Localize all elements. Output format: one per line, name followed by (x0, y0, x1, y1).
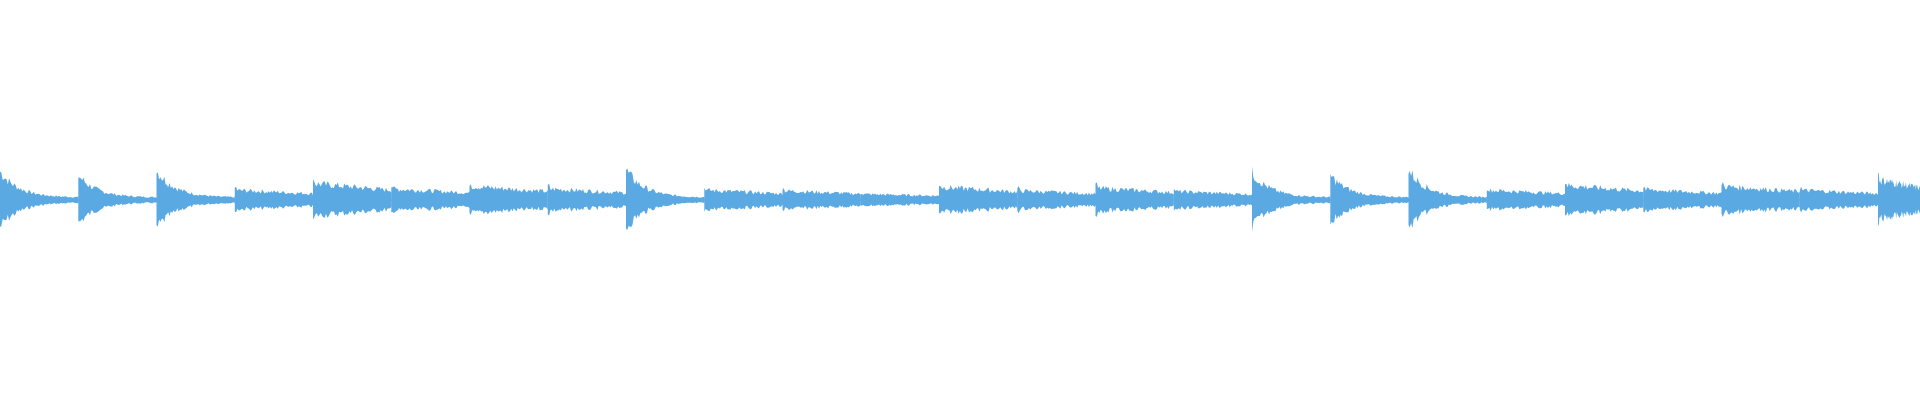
waveform-segment (78, 177, 157, 222)
waveform-segment (1095, 182, 1174, 217)
waveform-segment (1330, 174, 1409, 225)
waveform-segment (1486, 188, 1565, 211)
waveform-segment (313, 179, 392, 220)
waveform-segment (1565, 182, 1644, 217)
waveform-segment (1878, 172, 1920, 227)
waveform-segment (1408, 170, 1487, 229)
waveform-segment (626, 168, 705, 230)
waveform-segment (704, 187, 783, 212)
waveform-segment (782, 187, 861, 212)
waveform-segment (860, 193, 939, 207)
waveform-segment (469, 184, 548, 215)
waveform-segment (0, 171, 79, 227)
waveform-segment (1252, 166, 1331, 232)
waveform-segments (0, 166, 1920, 232)
waveform-segment (1799, 186, 1878, 213)
waveform-segment (547, 183, 626, 216)
waveform-segment (1173, 188, 1252, 211)
waveform-segment (234, 187, 313, 213)
waveform-segment (939, 185, 1018, 215)
waveform-segment (156, 172, 235, 227)
waveform-segment (1721, 182, 1800, 218)
waveform-segment (1017, 186, 1096, 214)
waveform-segment (391, 186, 470, 213)
waveform-segment (1643, 186, 1722, 213)
